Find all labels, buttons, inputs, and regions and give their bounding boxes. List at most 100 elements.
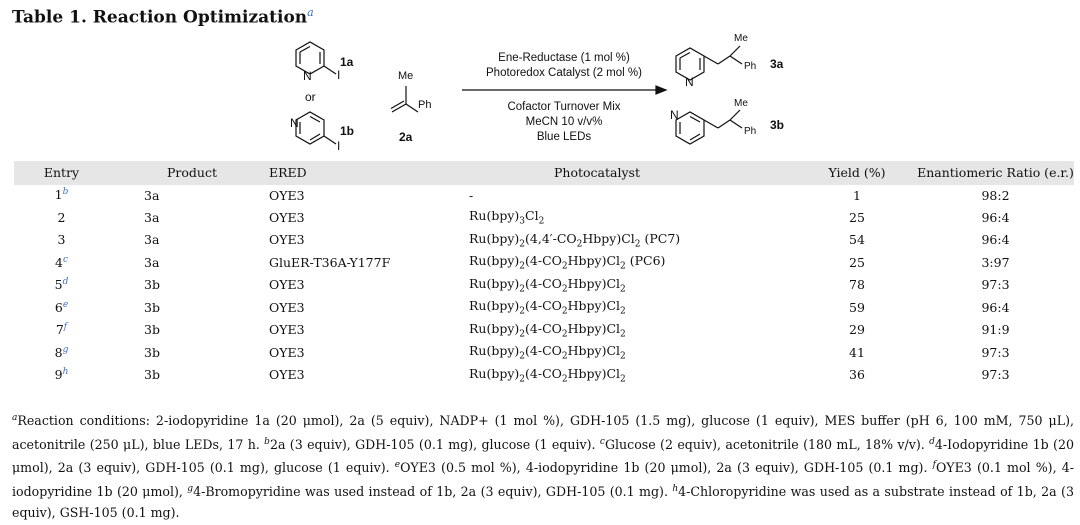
entry-cell: 1b (54, 187, 69, 203)
footnote-mark-c: c (599, 436, 605, 447)
yield-cell: 54 (849, 232, 865, 248)
header-product: Product (109, 161, 269, 185)
yield-cell: 29 (849, 322, 865, 338)
structure-2a (390, 86, 419, 113)
arrow-head (655, 85, 668, 95)
table-header-row: Entry Product ERED Photocatalyst Yield (… (14, 161, 1074, 185)
product-cell: 3b (144, 277, 160, 293)
entry-cell: 3 (57, 232, 66, 248)
header-yield: Yield (%) (797, 161, 917, 185)
n-label: N (303, 69, 312, 83)
entry-cell: 9h (54, 367, 69, 383)
me-label: Me (398, 70, 414, 82)
table-row: 8g 3b OYE3 Ru(bpy)2(4-CO2Hbpy)Cl2 41 97:3 (14, 342, 1074, 365)
er-cell: 98:2 (981, 187, 1010, 203)
entry-footnote-mark: f (63, 322, 68, 333)
yield-cell: 36 (849, 367, 865, 383)
n-label: N (670, 108, 679, 122)
photocatalyst-cell: - (469, 187, 474, 203)
photocatalyst-cell: Ru(bpy)2(4-CO2Hbpy)Cl2 (469, 365, 626, 385)
footnotes: aReaction conditions: 2-iodopyridine 1a … (12, 408, 1074, 523)
entry-cell: 8g (54, 344, 69, 360)
table-row: 2 3a OYE3 Ru(bpy)3Cl2 25 96:4 (14, 207, 1074, 230)
conditions-above-arrow: Ene-Reductase (1 mol %) Photoredox Catal… (486, 52, 642, 79)
ered-cell: OYE3 (269, 187, 305, 203)
ered-cell: OYE3 (269, 209, 305, 225)
entry-cell: 2 (57, 209, 66, 225)
reaction-scheme-drawing (295, 41, 743, 145)
er-cell: 91:9 (981, 322, 1010, 338)
iodine-label: I (337, 139, 341, 153)
footnote-mark-h: h (672, 484, 679, 495)
yield-cell: 78 (849, 277, 865, 293)
footnote-g: 4-Bromopyridine was used instead of 1b, … (193, 484, 668, 500)
footnote-mark-g: g (187, 484, 194, 495)
product-cell: 3b (144, 367, 160, 383)
photocatalyst-cell: Ru(bpy)2(4-CO2Hbpy)Cl2 (469, 320, 626, 340)
entry-footnote-mark: e (62, 299, 69, 310)
header-entry: Entry (14, 161, 109, 185)
photocatalyst-cell: Ru(bpy)2(4,4′-CO2Hbpy)Cl2 (PC7) (469, 230, 681, 250)
table-title: Table 1. Reaction Optimizationa (12, 6, 314, 28)
product-cell: 3b (144, 344, 160, 360)
er-cell: 3:97 (981, 254, 1010, 270)
optimization-table: Entry Product ERED Photocatalyst Yield (… (14, 161, 1074, 387)
ered-cell: OYE3 (269, 344, 305, 360)
structure-1a (295, 41, 337, 75)
ered-cell: OYE3 (269, 299, 305, 315)
photocatalyst-cell: Ru(bpy)2(4-CO2Hbpy)Cl2 (469, 275, 626, 295)
er-cell: 97:3 (981, 367, 1010, 383)
er-cell: 97:3 (981, 344, 1010, 360)
table-row: 3 3a OYE3 Ru(bpy)2(4,4′-CO2Hbpy)Cl2 (PC7) 54… (14, 230, 1074, 253)
yield-cell: 1 (853, 187, 861, 203)
table-row: 1b 3a OYE3 - 1 98:2 (14, 185, 1074, 207)
footnote-a: Reaction conditions: 2-iodopyridine 1a (… (12, 413, 1074, 452)
er-cell: 96:4 (981, 209, 1010, 225)
entry-cell: 4c (55, 254, 68, 270)
product-cell: 3a (144, 232, 160, 248)
header-ered: ERED (269, 161, 469, 185)
product-cell: 3a (144, 254, 160, 270)
yield-cell: 41 (849, 344, 865, 360)
n-label: N (685, 75, 694, 89)
entry-footnote-mark: d (62, 277, 69, 288)
er-cell: 97:3 (981, 277, 1010, 293)
photocatalyst-cell: Ru(bpy)2(4-CO2Hbpy)Cl2 (469, 343, 626, 362)
ered-cell: GluER-T36A-Y177F (269, 254, 391, 270)
yield-cell: 25 (849, 209, 865, 225)
header-er: Enantiomeric Ratio (e.r.) (917, 161, 1074, 185)
table-row: 5d 3b OYE3 Ru(bpy)2(4-CO2Hbpy)Cl2 78 97:3 (14, 275, 1074, 298)
entry-cell: 5d (54, 277, 69, 293)
product-cell: 3a (144, 209, 160, 225)
label-2a: 2a (399, 130, 413, 144)
entry-cell: 6e (54, 299, 69, 315)
ered-cell: OYE3 (269, 232, 305, 248)
ph-label: Ph (744, 126, 757, 137)
entry-cell: 7f (55, 322, 68, 338)
structure-3a (675, 45, 743, 81)
entry-footnote-mark: c (62, 254, 68, 265)
product-cell: 3a (144, 187, 160, 203)
footnote-e: OYE3 (0.5 mol %), 4-iodopyridine 1b (20 … (400, 460, 928, 476)
label-3a: 3a (770, 57, 784, 71)
ph-label: Ph (418, 99, 432, 111)
iodine-label: I (337, 68, 341, 82)
er-cell: 96:4 (981, 299, 1010, 315)
product-cell: 3b (144, 322, 160, 338)
photocatalyst-cell: Ru(bpy)3Cl2 (469, 208, 545, 227)
structure-3b (675, 109, 743, 145)
structure-1b (295, 111, 337, 145)
me-label: Me (734, 33, 748, 44)
entry-footnote-mark: g (62, 344, 69, 355)
footnote-h: 4-Chloropyridine was used as a substrate… (12, 484, 1074, 520)
ered-cell: OYE3 (269, 277, 305, 293)
footnote-mark-d: d (929, 436, 935, 447)
entry-footnote-mark: b (62, 187, 69, 198)
n-label: N (290, 116, 299, 130)
label-1a: 1a (340, 55, 354, 69)
yield-cell: 25 (849, 254, 865, 270)
